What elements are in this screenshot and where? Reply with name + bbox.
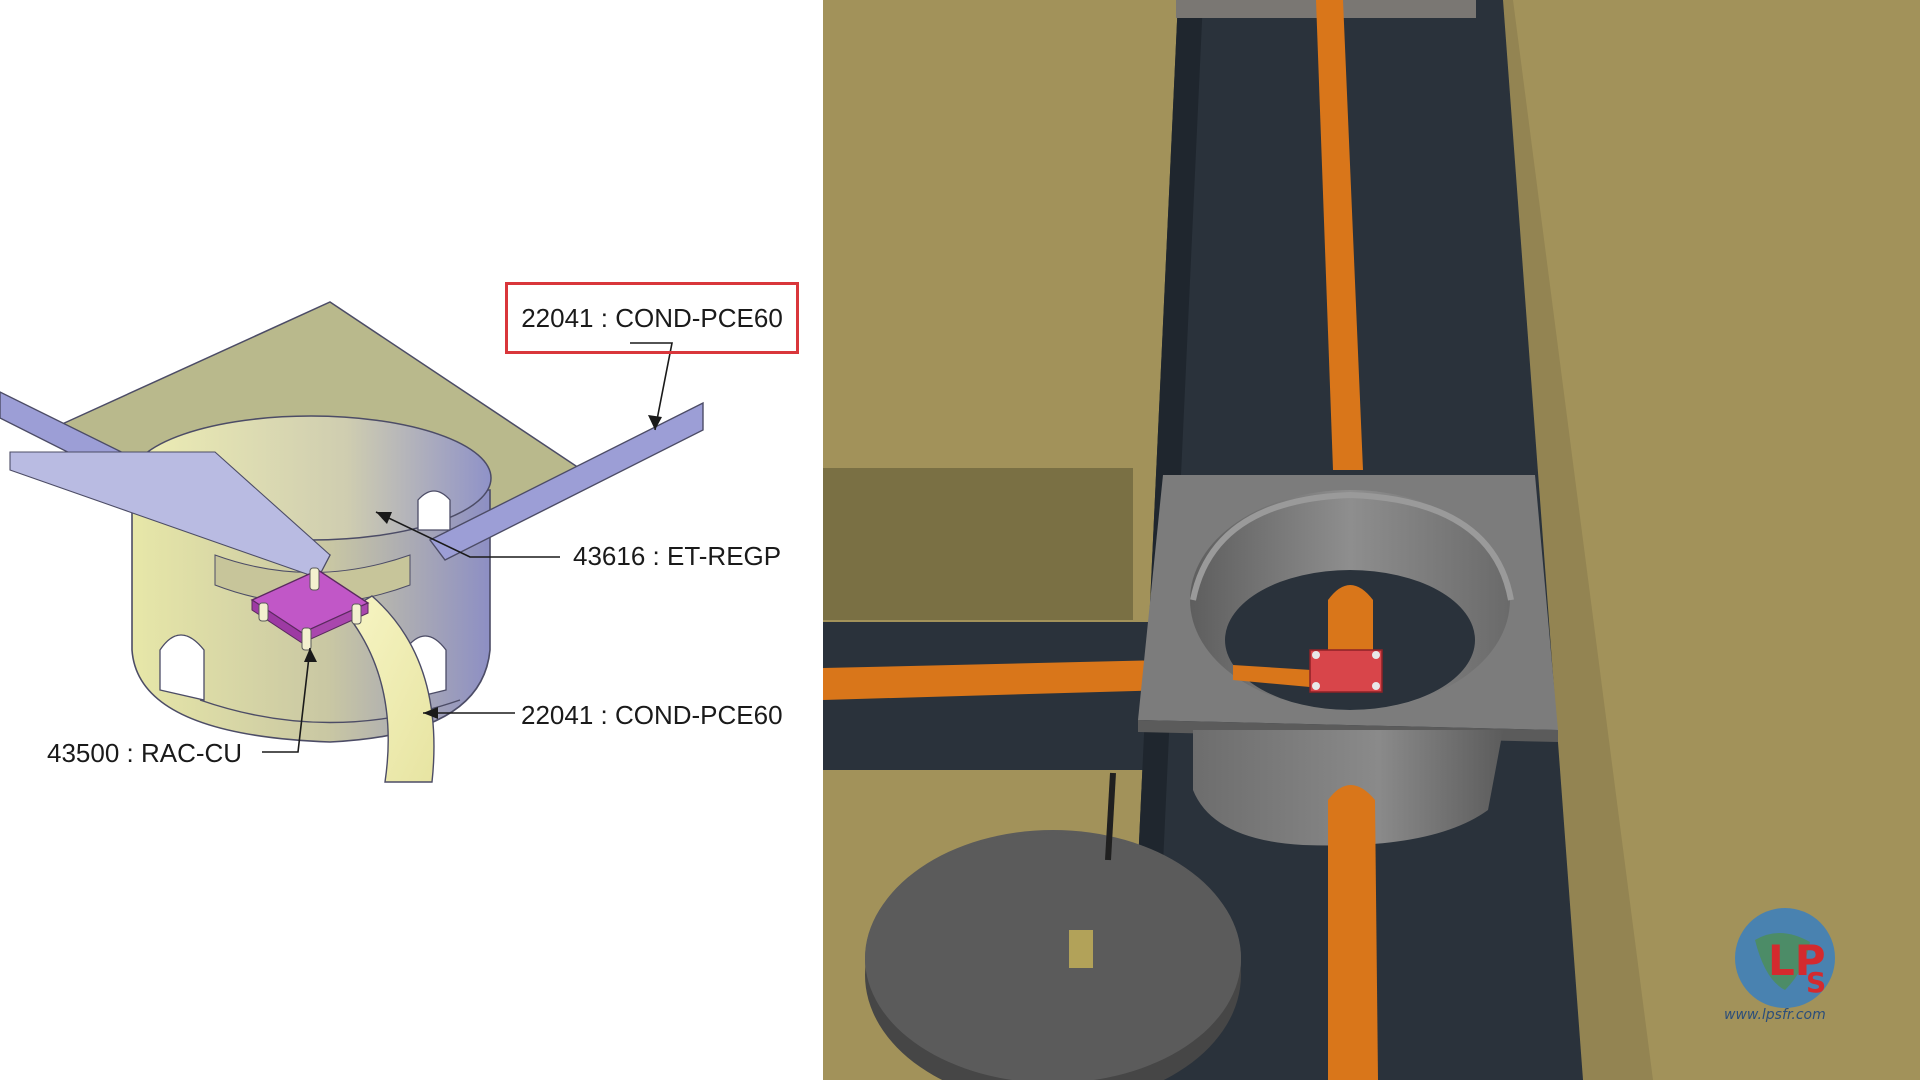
copper-tape-top xyxy=(1316,0,1363,470)
conductor-tape-lower xyxy=(343,595,435,783)
inspection-pit-drawing xyxy=(0,301,704,783)
copper-tape-bottom xyxy=(1328,785,1378,1080)
svg-text:S: S xyxy=(1806,966,1826,999)
pit-lid-post xyxy=(1105,772,1116,861)
callout-label: 22041 : COND-PCE60 xyxy=(521,303,783,333)
logo-url: www.lpsfr.com xyxy=(1724,1007,1826,1023)
pit-slot xyxy=(417,490,451,531)
connector-render xyxy=(1309,649,1383,693)
leader-arrowheads xyxy=(304,415,662,719)
callout-rac-cu: 43500 : RAC-CU xyxy=(47,738,243,768)
trench-horizontal xyxy=(823,622,1163,770)
conductor-bar-left-2 xyxy=(9,451,331,579)
pit-lid-handle xyxy=(1069,930,1093,968)
pit-rim xyxy=(1190,491,1514,601)
pit-lid-top xyxy=(865,833,1241,1080)
conductor-bar-right xyxy=(428,401,704,561)
leader-lines xyxy=(262,342,673,753)
pit-slot xyxy=(159,634,205,701)
callout-et-regp: 43616 : ET-REGP xyxy=(573,541,782,571)
technical-drawing-panel: 22041 : COND-PCE60 43616 : ET-REGP 22041… xyxy=(0,0,823,1080)
copper-tape-left xyxy=(823,660,1168,700)
callout-cond-pce60-highlighted: 22041 : COND-PCE60 xyxy=(505,282,799,354)
3d-render-panel xyxy=(823,0,1920,1080)
trench-render xyxy=(823,0,1920,1080)
ground-shadow xyxy=(823,468,1133,620)
connector-render-bolts xyxy=(1312,651,1380,690)
connector-bolts xyxy=(258,567,362,651)
callout-cond-pce60: 22041 : COND-PCE60 xyxy=(521,700,783,730)
lps-france-logo: LP S xyxy=(1735,908,1835,1008)
svg-text:LP: LP xyxy=(1768,936,1826,985)
